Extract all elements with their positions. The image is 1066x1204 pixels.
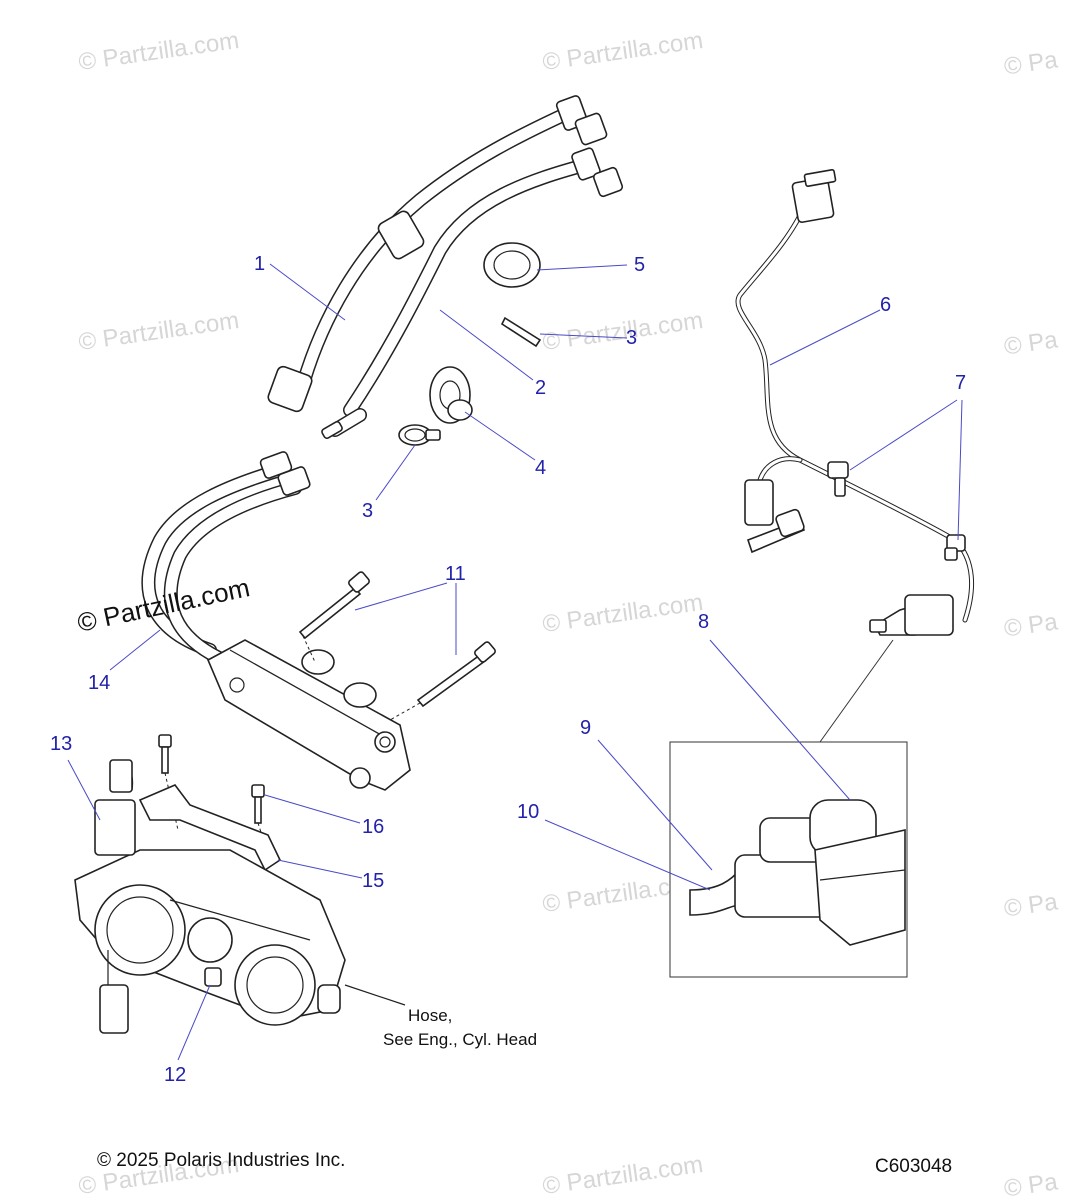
injector-small-right (869, 594, 954, 636)
callout-3: 3 (362, 500, 374, 522)
callout-5: 5 (634, 254, 646, 276)
clip-7 (827, 461, 966, 561)
diagram-code: C603048 (875, 1156, 953, 1177)
callout-13: 13 (50, 733, 73, 755)
leader-lines (67, 263, 963, 1061)
grommet-5 (483, 242, 541, 288)
callout-6: 6 (880, 294, 892, 316)
copyright: © 2025 Polaris Industries Inc. (97, 1150, 346, 1171)
fuel-hose-14 (141, 451, 311, 672)
grommet-4 (429, 366, 473, 424)
callout-16: 16 (362, 816, 385, 838)
callout-15: 15 (362, 870, 385, 892)
callout-10: 10 (517, 801, 540, 823)
wiring-harness-6 (735, 169, 975, 623)
callout-8: 8 (698, 611, 710, 633)
callout-14: 14 (88, 672, 111, 694)
callout-11: 11 (445, 563, 466, 585)
hose-note-line2: See Eng., Cyl. Head (383, 1030, 538, 1049)
callout-12: 12 (164, 1064, 187, 1086)
callout-2: 2 (535, 377, 547, 399)
bolt-11 (298, 571, 496, 721)
callout-3: 3 (626, 327, 638, 349)
injector-small-left (744, 479, 806, 554)
hose-note-line1: Hose, (408, 1006, 453, 1025)
callout-4: 4 (535, 457, 547, 479)
sensor-13 (94, 759, 136, 1034)
callout-1: 1 (254, 253, 266, 275)
bracket-15 (138, 784, 282, 872)
fuel-rail (206, 639, 411, 791)
callout-7: 7 (955, 372, 967, 394)
fuel-hose-assembly-top (267, 95, 624, 440)
detail-inset (669, 639, 908, 978)
clamp-3-lower (398, 424, 441, 446)
throttle-body (74, 849, 346, 1026)
clamp-3-upper (500, 316, 542, 348)
callout-9: 9 (580, 717, 592, 739)
